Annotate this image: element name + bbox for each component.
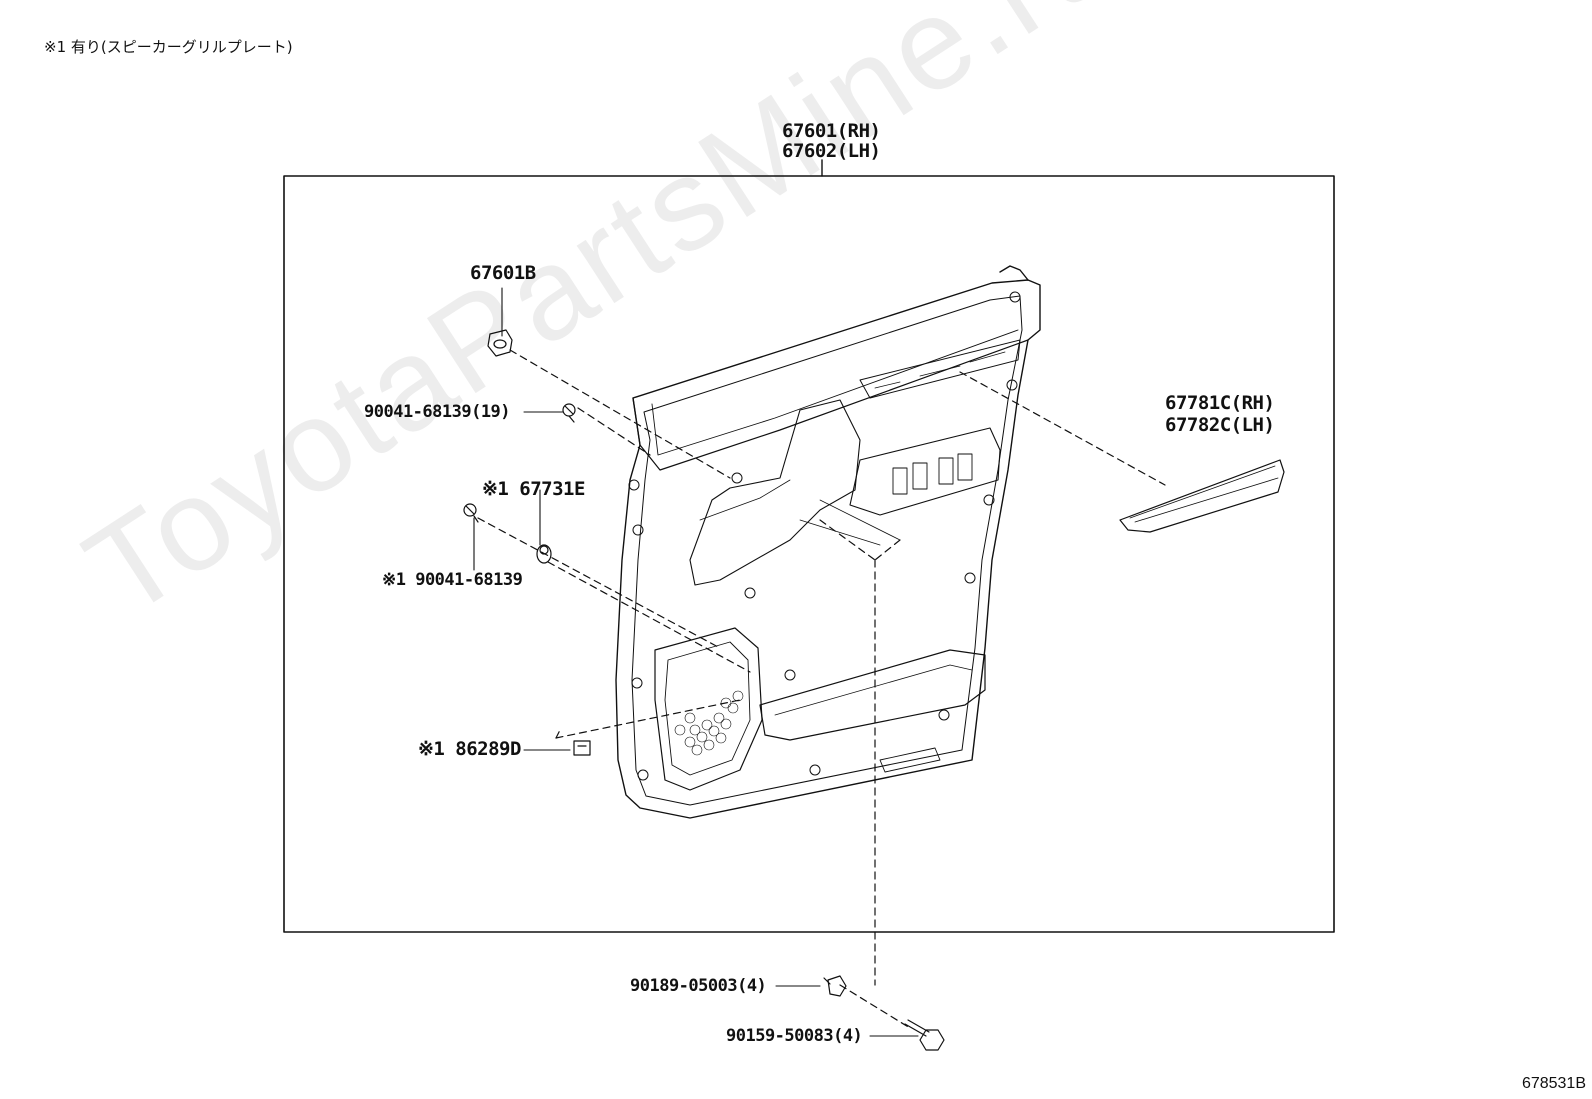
label-speaker-plate: ※1 86289D — [418, 738, 521, 760]
clip-67601b — [487, 329, 513, 357]
grille-plate-note: ※1 有り(スピーカーグリルプレート) — [44, 38, 293, 56]
diagram-id: 678531B — [1521, 1075, 1586, 1092]
label-leaders — [473, 287, 919, 1037]
assembly-frame — [283, 175, 1335, 933]
screw-90041-note — [463, 503, 479, 523]
screw-90041-top — [562, 403, 576, 423]
bolt-90159 — [904, 1019, 945, 1051]
label-main-part-rh: 67601(RH) — [782, 120, 881, 142]
label-screw-19: 90041-68139(19) — [364, 402, 511, 422]
label-main-part-lh: 67602(LH) — [782, 140, 881, 162]
label-screw-note: ※1 90041-68139 — [382, 570, 523, 590]
label-bolt-bottom: 90159-50083(4) — [726, 1026, 863, 1046]
label-grille-clip: ※1 67731E — [482, 478, 585, 500]
label-garnish-lh: 67782C(LH) — [1165, 414, 1275, 436]
garnish-67781c — [1119, 459, 1285, 533]
label-garnish-rh: 67781C(RH) — [1165, 392, 1275, 414]
leader-lines — [477, 349, 1166, 1029]
grille-clip-67731e — [536, 544, 552, 564]
speaker-plate-86289d — [573, 740, 591, 756]
clip-90189 — [823, 975, 847, 997]
label-clip-bottom: 90189-05003(4) — [630, 976, 767, 996]
label-clip-top: 67601B — [470, 262, 536, 284]
door-trim-panel — [615, 265, 1041, 819]
